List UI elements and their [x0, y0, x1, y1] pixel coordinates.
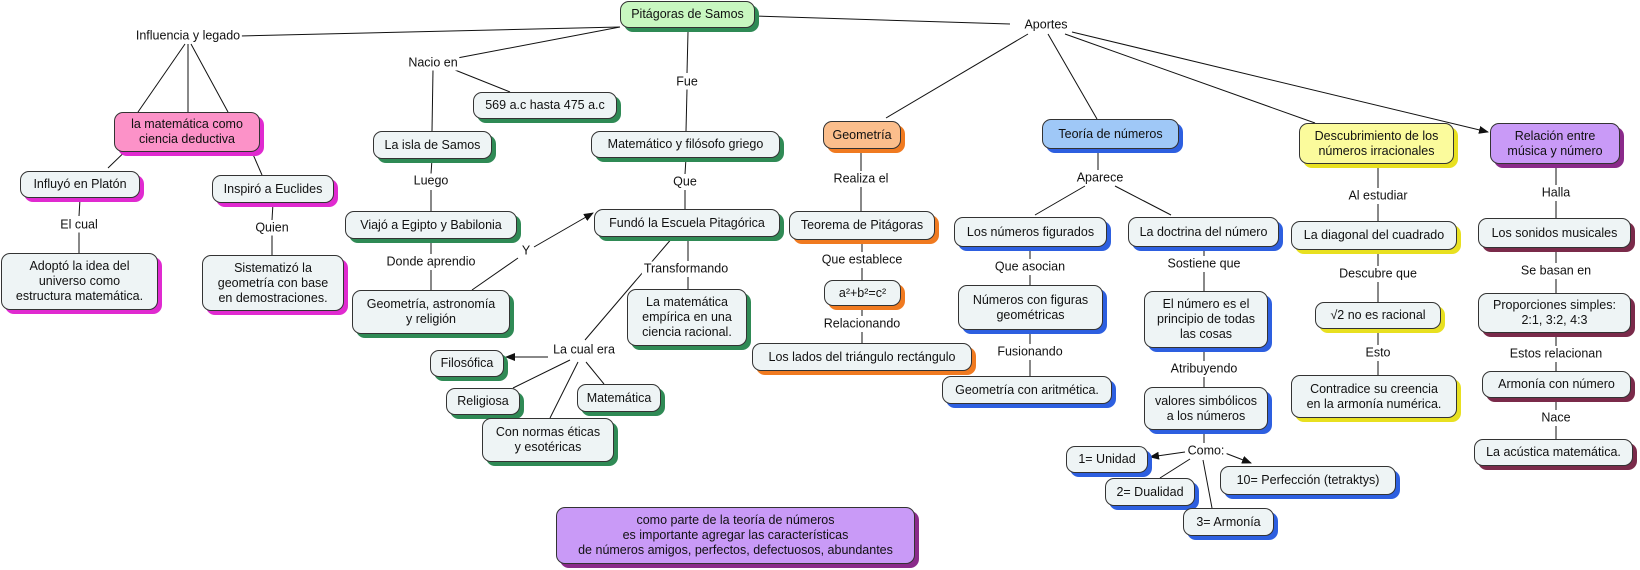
- node-musica-numero[interactable]: Relación entre música y número: [1490, 123, 1620, 164]
- node-teorema-pitagoras[interactable]: Teorema de Pitágoras: [789, 211, 935, 240]
- label-la-cual-era: La cual era: [551, 342, 617, 358]
- node-isla-samos[interactable]: La isla de Samos: [373, 131, 492, 159]
- node-armonia-3[interactable]: 3= Armonía: [1183, 508, 1274, 536]
- label-sostiene: Sostiene que: [1165, 256, 1243, 272]
- node-diagonal-cuadrado[interactable]: La diagonal del cuadrado: [1291, 221, 1457, 250]
- label-donde-aprendio: Donde aprendio: [384, 254, 478, 270]
- label-que: Que: [671, 174, 699, 190]
- label-al-estudiar: Al estudiar: [1346, 188, 1410, 204]
- label-relacionando: Relacionando: [821, 316, 903, 332]
- label-se-basan: Se basan en: [1518, 263, 1594, 279]
- label-quien: Quien: [253, 220, 291, 236]
- label-fue: Fue: [674, 74, 700, 90]
- node-numeros-figurados[interactable]: Los números figurados: [954, 217, 1107, 247]
- node-proporciones[interactable]: Proporciones simples: 2:1, 3:2, 4:3: [1478, 293, 1631, 333]
- label-como: Como:: [1185, 443, 1227, 459]
- node-armonia-numero[interactable]: Armonía con número: [1482, 371, 1631, 398]
- label-halla: Halla: [1539, 185, 1573, 201]
- label-nacio: Nacio en: [406, 55, 460, 71]
- label-aportes: Aportes: [1022, 17, 1070, 33]
- label-que-establece: Que establece: [819, 252, 905, 268]
- node-geometria-aritmetica[interactable]: Geometría con aritmética.: [942, 376, 1112, 404]
- node-fecha[interactable]: 569 a.c hasta 475 a.c: [473, 92, 617, 119]
- node-matematica-tipo[interactable]: Matemática: [577, 384, 661, 412]
- node-religiosa[interactable]: Religiosa: [446, 388, 520, 415]
- node-normas[interactable]: Con normas éticas y esotéricas: [482, 418, 614, 462]
- node-raiz-dos[interactable]: √2 no es racional: [1315, 302, 1441, 329]
- label-esto: Esto: [1363, 345, 1393, 361]
- root-node-pitagoras[interactable]: Pitágoras de Samos: [620, 1, 755, 28]
- label-transformando: Transformando: [641, 261, 731, 277]
- node-unidad[interactable]: 1= Unidad: [1066, 446, 1148, 473]
- node-acustica[interactable]: La acústica matemática.: [1474, 439, 1633, 466]
- label-estos-relacionan: Estos relacionan: [1507, 346, 1605, 362]
- label-que-asocian: Que asocian: [992, 259, 1068, 275]
- node-doctrina-numero[interactable]: La doctrina del número: [1128, 217, 1279, 247]
- node-matematica-empirica[interactable]: La matemática empírica en una ciencia ra…: [627, 289, 747, 346]
- label-descubre: Descubre que: [1337, 266, 1419, 282]
- node-perfeccion[interactable]: 10= Perfección (tetraktys): [1220, 466, 1396, 495]
- node-teoria-numeros[interactable]: Teoría de números: [1042, 119, 1179, 149]
- node-geometria-astronomia[interactable]: Geometría, astronomía y religión: [352, 290, 510, 334]
- note-box: como parte de la teoría de números es im…: [556, 507, 915, 564]
- label-influencia: Influencia y legado: [133, 28, 243, 44]
- node-matematico-filosofo[interactable]: Matemático y filósofo griego: [591, 131, 780, 158]
- node-dualidad[interactable]: 2= Dualidad: [1105, 478, 1195, 506]
- node-sistematizo[interactable]: Sistematizó la geometría con base en dem…: [202, 255, 344, 311]
- node-filosofica[interactable]: Filosófica: [430, 350, 504, 377]
- label-y: Y: [519, 243, 533, 259]
- node-principio[interactable]: El número es el principio de todas las c…: [1144, 291, 1268, 348]
- node-escuela-pitagorica[interactable]: Fundó la Escuela Pitagórica: [594, 209, 780, 237]
- label-nace: Nace: [1539, 410, 1573, 426]
- node-influyo-platon[interactable]: Influyó en Platón: [20, 171, 140, 198]
- node-inspiro-euclides[interactable]: Inspiró a Euclides: [212, 175, 334, 203]
- label-fusionando: Fusionando: [995, 344, 1065, 360]
- label-aparece: Aparece: [1074, 170, 1126, 186]
- label-atribuyendo: Atribuyendo: [1168, 361, 1240, 377]
- node-geometria[interactable]: Geometría: [823, 121, 901, 149]
- label-realiza: Realiza el: [831, 171, 891, 187]
- node-matematica-deductiva[interactable]: la matemática como ciencia deductiva: [114, 112, 260, 152]
- node-irracionales[interactable]: Descubrimiento de los números irracional…: [1299, 123, 1454, 164]
- node-numeros-figuras[interactable]: Números con figuras geométricas: [958, 285, 1103, 330]
- node-lados-triangulo[interactable]: Los lados del triángulo rectángulo: [752, 343, 972, 371]
- label-luego: Luego: [411, 173, 451, 189]
- label-el-cual: El cual: [58, 217, 100, 233]
- node-formula[interactable]: a²+b²=c²: [824, 280, 901, 306]
- node-adopto-idea[interactable]: Adoptó la idea del universo como estruct…: [1, 253, 158, 310]
- node-valores-simbolicos[interactable]: valores simbólicos a los números: [1144, 387, 1268, 430]
- node-contradice[interactable]: Contradice su creencia en la armonía num…: [1291, 375, 1457, 418]
- node-sonidos-musicales[interactable]: Los sonidos musicales: [1478, 218, 1631, 248]
- node-viajo[interactable]: Viajó a Egipto y Babilonia: [345, 211, 517, 239]
